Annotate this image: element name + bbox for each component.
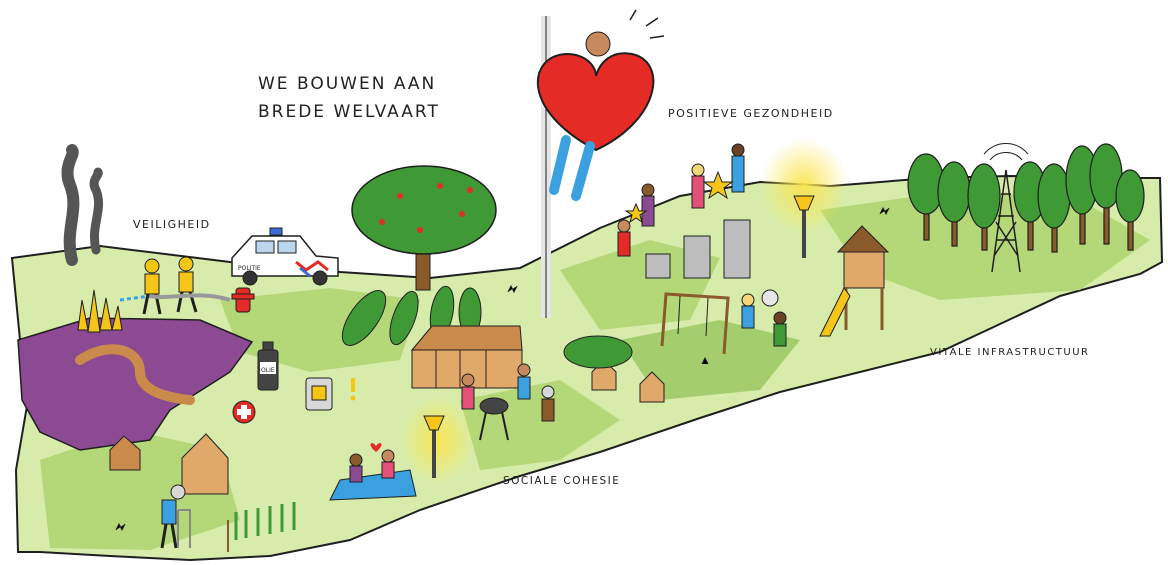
olie-label: OLIE — [261, 367, 275, 374]
picnic-blanket — [329, 443, 417, 501]
podium-people — [617, 143, 745, 257]
bbq-icon — [479, 397, 509, 441]
smoke-plume — [89, 167, 104, 255]
land-patch — [560, 240, 720, 330]
podiums — [645, 219, 751, 279]
star-icon — [702, 170, 734, 200]
title-line-2: BREDE WELVAART — [258, 102, 440, 122]
playing-children — [741, 289, 787, 347]
heath-path — [75, 344, 195, 405]
jerrycan-icon — [305, 377, 333, 411]
bush — [563, 335, 633, 369]
forest — [907, 143, 1145, 253]
house-icon — [109, 435, 141, 471]
transmission-tower-icon — [983, 143, 1029, 273]
playground-icon — [819, 225, 890, 337]
label-sociale-cohesie: SOCIALE COHESIE — [503, 475, 621, 487]
elderly-person — [160, 484, 191, 549]
crop-rows — [341, 285, 482, 346]
oil-bottle-icon: OLIE — [257, 341, 279, 391]
label-positieve-gezondheid: POSITIEVE GEZONDHEID — [668, 107, 834, 120]
vegetable-garden — [227, 502, 296, 552]
fire-icon — [77, 289, 123, 333]
label-vitale-infrastructuur: VITALE INFRASTRUCTUUR — [930, 347, 1090, 358]
grass-marks — [115, 206, 890, 532]
people-group — [461, 363, 555, 422]
land-patch — [620, 320, 800, 400]
heart-icon — [536, 9, 665, 201]
swing-icon — [660, 292, 730, 355]
page-title: WE BOUWEN AAN BREDE WELVAART — [258, 70, 440, 126]
firefighter-figures — [142, 256, 231, 315]
first-aid-icon — [232, 400, 256, 424]
apple-tree-icon — [351, 165, 497, 291]
title-line-1: WE BOUWEN AAN — [258, 74, 437, 94]
lamp-post-icon — [793, 195, 815, 258]
heath-area — [17, 317, 254, 451]
police-car-icon: POLITIE — [231, 227, 339, 286]
police-car-text: POLITIE — [238, 265, 261, 272]
lamp-post-icon — [423, 415, 445, 478]
water-spray — [119, 294, 151, 302]
star-icon — [624, 202, 648, 224]
fire-hydrant-icon — [231, 287, 255, 313]
smoke-plume — [61, 144, 80, 266]
label-veiligheid: VEILIGHEID — [133, 218, 211, 231]
house-icon — [639, 371, 665, 403]
exclamation-icon — [350, 378, 356, 401]
greenhouse-icon — [410, 325, 523, 389]
